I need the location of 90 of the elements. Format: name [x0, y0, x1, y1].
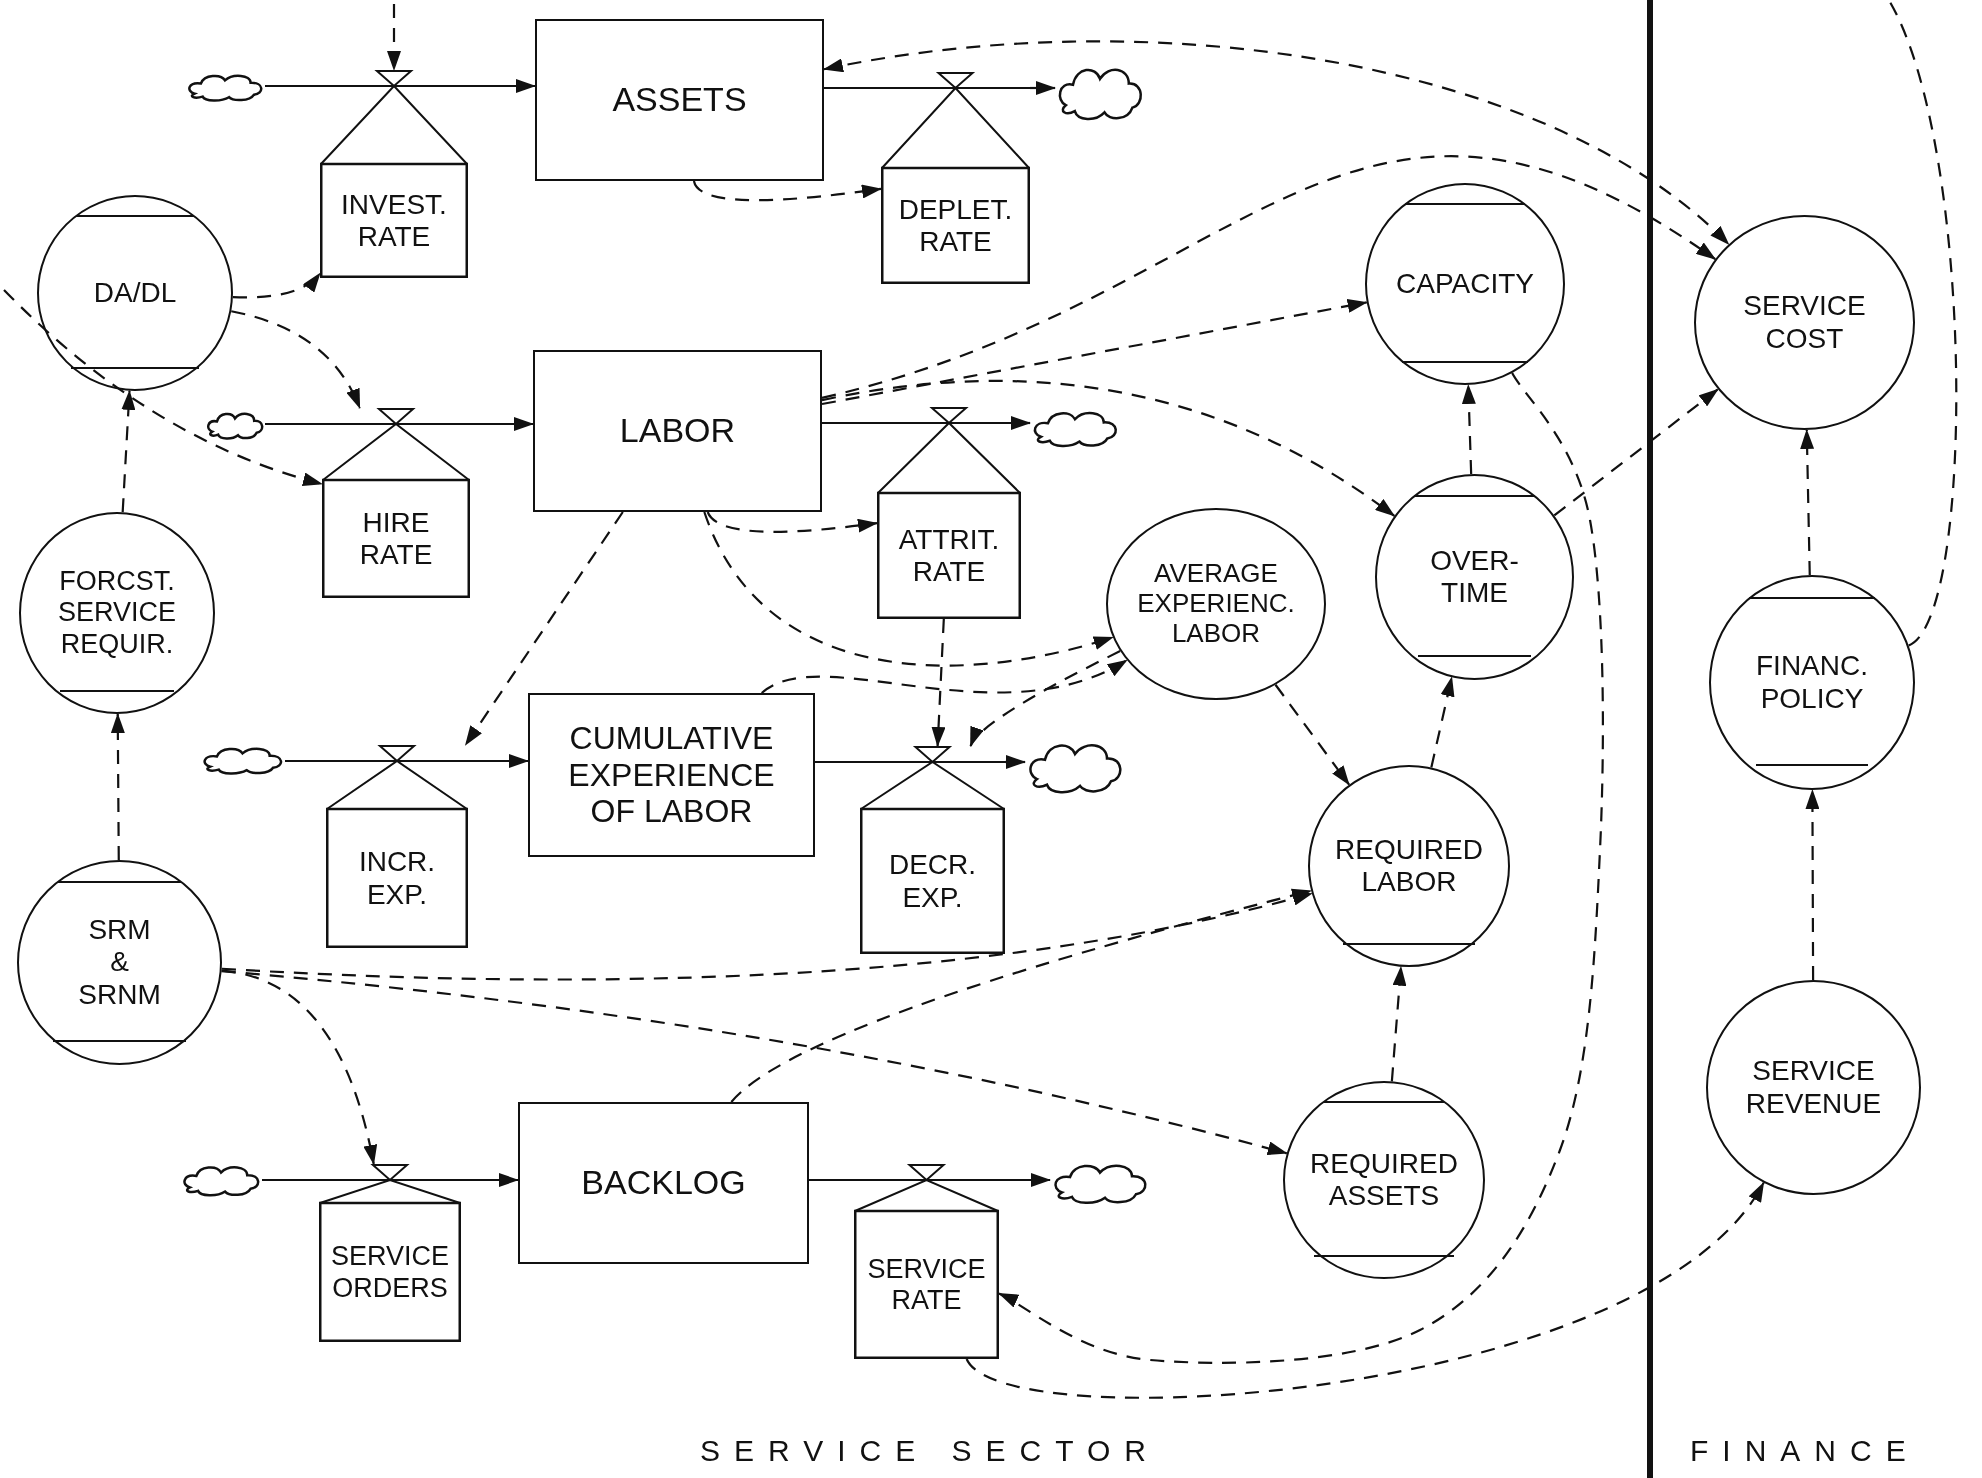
connector-line: [265, 422, 322, 426]
stock-box: [528, 693, 815, 857]
arrow: [1800, 429, 1815, 576]
arrow: [761, 659, 1128, 694]
arrow: [387, 4, 401, 71]
variable-label: SERVICE COST: [1743, 290, 1866, 355]
auxiliary-circle: [1106, 508, 1326, 700]
stock-box: [518, 1102, 809, 1264]
auxiliary-circle: [1694, 215, 1915, 430]
stock-label: LABOR: [619, 411, 736, 451]
rate-label: INVEST. RATE: [341, 188, 447, 254]
arrow: [232, 272, 321, 299]
arrow: [221, 891, 1313, 981]
auxiliary-circle: [1375, 474, 1574, 680]
auxiliary-circle: [1365, 183, 1565, 385]
arrow: [821, 298, 1368, 406]
arrow: [703, 511, 1114, 667]
connector-line: [815, 760, 860, 764]
arrow: [1274, 684, 1350, 786]
stock-label: BACKLOG: [581, 1163, 746, 1203]
arrow: [821, 156, 1717, 399]
arrow: [931, 618, 946, 747]
connector-line: [265, 84, 320, 88]
variable-label: AVERAGE EXPERIENC. LABOR: [1137, 559, 1295, 649]
cloud-icon: [180, 1163, 262, 1197]
arrow: [110, 713, 125, 860]
variable-label: REQUIRED LABOR: [1335, 833, 1483, 899]
connector-line: [824, 86, 881, 90]
auxiliary-circle: [1709, 575, 1915, 790]
rate-label: SERVICE RATE: [867, 1253, 986, 1317]
arrow: [464, 511, 624, 746]
sector-label: FINANCE: [1690, 1434, 1920, 1468]
variable-label: SERVICE REVENUE: [1745, 1055, 1882, 1120]
arrow: [1430, 676, 1455, 768]
arrow: [1011, 416, 1031, 430]
rate-label: DECR. EXP.: [888, 849, 977, 914]
variable-label: OVER-TIME: [1430, 544, 1519, 610]
arrow: [1553, 388, 1719, 517]
arrow: [468, 754, 529, 768]
connector-line: [822, 421, 877, 425]
rate-label: INCR. EXP.: [358, 846, 436, 911]
rate-label: SERVICE ORDERS: [330, 1241, 449, 1304]
auxiliary-circle: [37, 195, 233, 391]
arrow: [121, 389, 136, 513]
arrow: [821, 380, 1396, 517]
arrow: [1461, 383, 1476, 475]
arrow: [1030, 81, 1056, 95]
rate-label: HIRE RATE: [359, 506, 433, 572]
arrow: [468, 79, 536, 93]
cloud-icon: [200, 745, 285, 775]
variable-label: REQUIRED ASSETS: [1310, 1147, 1458, 1213]
arrow: [1005, 755, 1026, 769]
rate-label: ATTRIT. RATE: [898, 523, 1000, 589]
arrow: [1805, 789, 1820, 980]
cloud-icon: [205, 410, 265, 440]
arrow: [461, 1173, 519, 1187]
connector-line: [285, 759, 326, 763]
variable-label: FINANC. POLICY: [1756, 650, 1868, 715]
sector-label: SERVICE SECTOR: [700, 1434, 1160, 1468]
arrow: [999, 1173, 1051, 1187]
auxiliary-circle: [1706, 980, 1921, 1195]
arrow: [3, 289, 323, 486]
rate-label: DEPLET. RATE: [898, 193, 1013, 259]
connector-line: [262, 1178, 319, 1182]
arrow: [969, 650, 1121, 747]
connector-line: [809, 1178, 854, 1182]
auxiliary-circle: [1283, 1081, 1485, 1279]
connector-line: [1889, 1, 1958, 647]
variable-label: CAPACITY: [1396, 267, 1534, 301]
stock-label: ASSETS: [612, 80, 747, 120]
stock-box: [533, 350, 822, 512]
arrow: [231, 310, 361, 409]
stock-label: CUMULATIVE EXPERIENCE OF LABOR: [567, 719, 776, 831]
variable-label: SRM & SRNM: [78, 914, 161, 1011]
arrow: [965, 1181, 1765, 1399]
auxiliary-circle: [17, 860, 222, 1065]
cloud-icon: [185, 72, 265, 102]
arrow: [1390, 965, 1407, 1082]
arrow: [823, 40, 1730, 246]
auxiliary-circle: [19, 512, 215, 714]
variable-label: DA/DL: [93, 276, 177, 310]
arrow: [221, 970, 1288, 1156]
arrow: [706, 511, 878, 533]
arrow: [470, 417, 534, 431]
arrow: [730, 888, 1313, 1103]
variable-label: FORCST. SERVICE REQUIR.: [57, 566, 176, 660]
auxiliary-circle: [1308, 765, 1510, 967]
arrow: [998, 372, 1604, 1364]
stock-box: [535, 19, 824, 181]
arrow: [692, 180, 882, 202]
